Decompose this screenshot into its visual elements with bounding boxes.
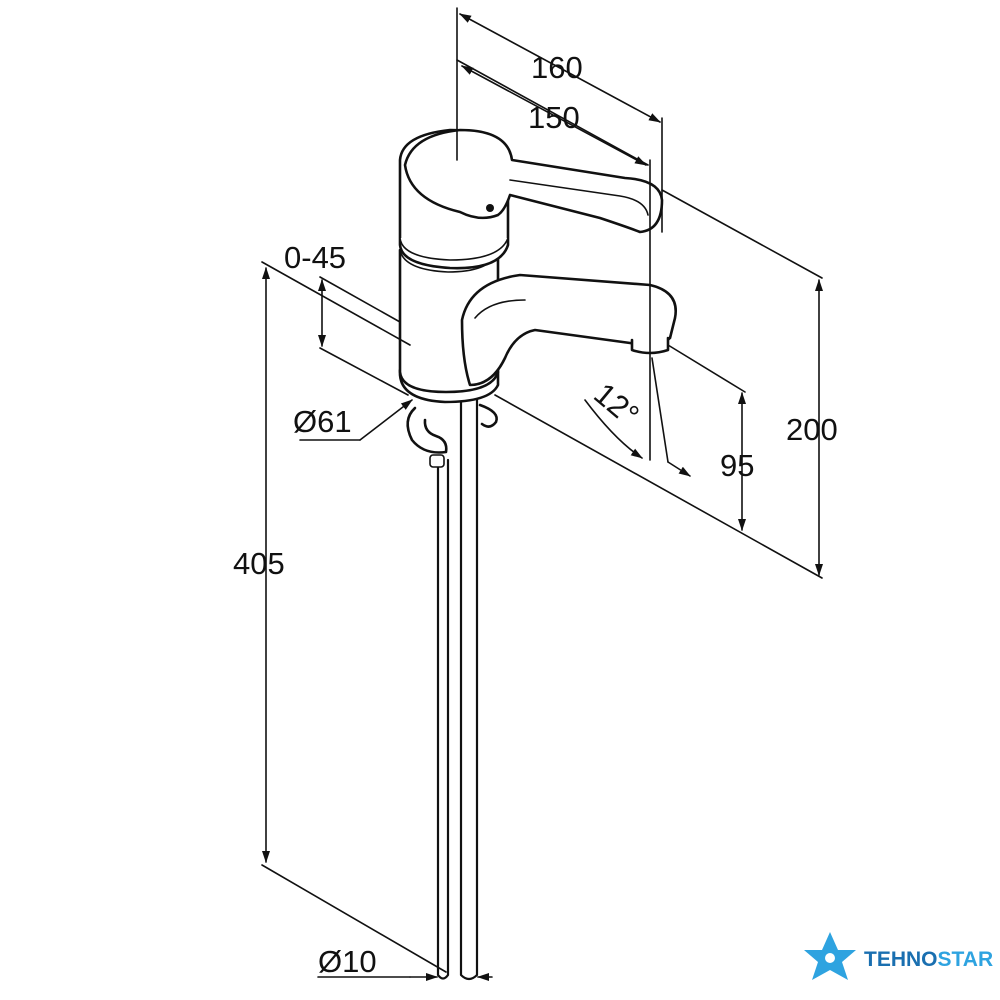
dim-label-200: 200 [786, 412, 838, 447]
dim-label-0-45: 0-45 [284, 240, 346, 275]
faucet-body [398, 128, 677, 981]
dim-label-405: 405 [233, 546, 285, 581]
dim-label-150: 150 [528, 100, 580, 135]
dim-spout-height: 95 [667, 344, 754, 531]
handle-screw [486, 204, 494, 212]
dim-label-d61: Ø61 [293, 404, 352, 439]
dim-total-height: 200 [494, 189, 838, 579]
dim-label-d10: Ø10 [318, 944, 377, 979]
dim-diameter-base: Ø61 [293, 399, 413, 441]
dim-label-angle: 12° [587, 376, 645, 433]
tehnostar-logo: TEHNOSTAR [804, 932, 993, 980]
dim-label-95: 95 [720, 448, 754, 483]
svg-text:TEHNOSTAR: TEHNOSTAR [864, 948, 993, 971]
dim-adjust-range: 0-45 [284, 240, 409, 396]
dim-diameter-pipe: Ø10 [317, 944, 493, 981]
dim-width-spout: 150 [456, 59, 651, 461]
supply-pipes [436, 396, 479, 981]
dim-label-160: 160 [531, 50, 583, 85]
spout [460, 273, 677, 387]
logo-text-secondary: STAR [938, 948, 994, 971]
logo-text-primary: TEHNO [864, 948, 938, 971]
mounting-nut [406, 403, 498, 468]
dim-angle: 12° [584, 357, 691, 477]
dim-hose-length: 405 [233, 261, 447, 973]
